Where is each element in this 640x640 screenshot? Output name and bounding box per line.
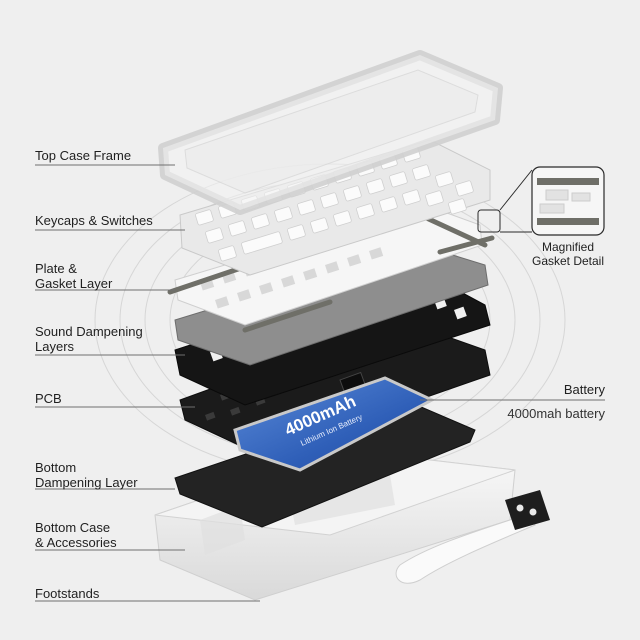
label-bottom-damp-line1: Bottom bbox=[35, 460, 77, 475]
label-magnified-line1: Magnified bbox=[541, 240, 595, 254]
label-battery-text: Battery bbox=[563, 382, 605, 397]
label-keycaps-text: Keycaps & Switches bbox=[35, 213, 153, 228]
label-footstands: Footstands bbox=[35, 586, 99, 601]
label-keycaps-switches: Keycaps & Switches bbox=[35, 213, 153, 228]
label-footstands-text: Footstands bbox=[35, 586, 100, 601]
label-bottom-case-line2: & Accessories bbox=[35, 535, 117, 550]
label-bottom-damp-line2: Dampening Layer bbox=[35, 475, 138, 490]
label-battery: Battery bbox=[564, 382, 605, 397]
label-battery-desc-text: 4000mah battery bbox=[507, 406, 605, 421]
label-pcb-text: PCB bbox=[35, 391, 62, 406]
label-sound-line1: Sound Dampening bbox=[35, 324, 143, 339]
label-battery-desc: 4000mah battery bbox=[507, 406, 605, 421]
top-case-frame bbox=[158, 50, 503, 215]
label-plate-line1: Plate & bbox=[35, 261, 77, 276]
label-bottom-dampening: Bottom Dampening Layer bbox=[35, 460, 138, 490]
label-magnified-gasket: Magnified Gasket Detail bbox=[530, 240, 606, 268]
label-pcb: PCB bbox=[35, 391, 62, 406]
label-top-case-frame: Top Case Frame bbox=[35, 148, 131, 163]
magnified-gasket-inset bbox=[477, 166, 605, 236]
battery-pack: 4000mAh Lithium Ion Battery bbox=[233, 376, 436, 472]
label-top-case-text: Top Case Frame bbox=[35, 148, 132, 163]
label-plate-gasket: Plate & Gasket Layer bbox=[35, 261, 112, 291]
label-sound-line2: Layers bbox=[35, 339, 75, 354]
label-plate-line2: Gasket Layer bbox=[35, 276, 113, 291]
label-bottom-case-line1: Bottom Case bbox=[35, 520, 111, 535]
label-bottom-case: Bottom Case & Accessories bbox=[35, 520, 117, 550]
label-magnified-line2: Gasket Detail bbox=[531, 254, 605, 268]
leader-lines bbox=[35, 164, 605, 602]
wrist-strap-accessory bbox=[395, 490, 550, 584]
label-sound-dampening: Sound Dampening Layers bbox=[35, 324, 143, 354]
